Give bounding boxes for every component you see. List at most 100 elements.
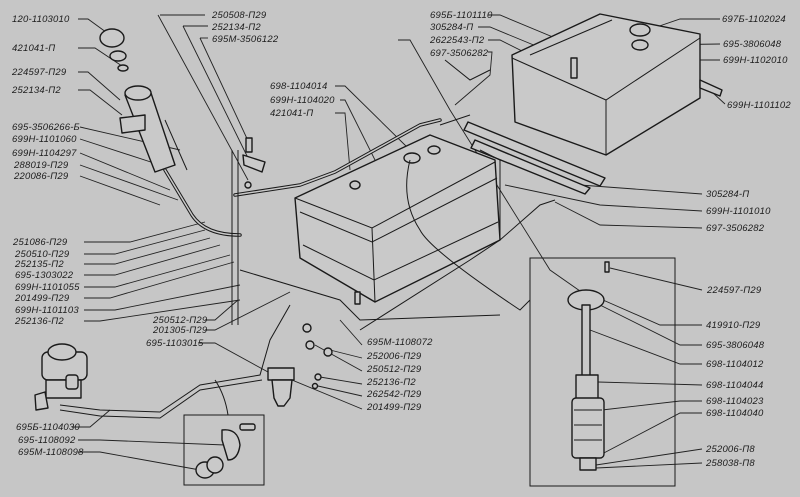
labels-mid-bottom: 250512-П29 201305-П29 695-1103015 695М-1… bbox=[146, 315, 433, 413]
part-label: 250512-П29 bbox=[152, 315, 208, 326]
labels-left: 120-1103010 421041-П 224597-П29 252134-П… bbox=[11, 14, 80, 327]
part-label: 2622543-П2 bbox=[429, 35, 485, 46]
part-label: 699Н-1101060 bbox=[12, 134, 77, 145]
part-label: 250512-П29 bbox=[366, 364, 422, 375]
part-label: 698-1104040 bbox=[706, 408, 764, 419]
main-fuel-tank bbox=[294, 134, 501, 303]
leader-line bbox=[319, 376, 363, 385]
leader-line bbox=[84, 244, 221, 276]
part-label: 699Н-1101010 bbox=[706, 206, 771, 217]
fuel-gauge-sender-inset bbox=[529, 257, 676, 487]
leader-line bbox=[554, 201, 703, 229]
part-label: 252006-П8 bbox=[705, 444, 755, 455]
leader-line bbox=[398, 39, 591, 299]
leader-line bbox=[79, 175, 161, 206]
part-label: 305284-П bbox=[706, 189, 749, 200]
part-label: 695-3806048 bbox=[706, 340, 765, 351]
part-label: 695Б-1104030 bbox=[16, 422, 80, 433]
leader-line bbox=[84, 284, 241, 311]
leader-line bbox=[79, 152, 171, 191]
leader-line bbox=[84, 221, 206, 243]
leader-line bbox=[317, 385, 363, 397]
leader-line bbox=[454, 51, 493, 106]
part-label: 288019-П29 bbox=[13, 160, 69, 171]
fuel-pump bbox=[34, 343, 88, 411]
leader-line bbox=[84, 254, 231, 288]
part-label: 224597-П29 bbox=[11, 67, 67, 78]
leader-line bbox=[335, 112, 351, 171]
leader-line bbox=[504, 184, 703, 212]
fuel-filter bbox=[267, 367, 295, 407]
part-label: 305284-П bbox=[430, 22, 473, 33]
labels-top-right: 695Б-1101110 305284-П 2622543-П2 697-350… bbox=[429, 10, 791, 111]
part-label: 250510-П29 bbox=[14, 249, 70, 260]
leader-line bbox=[314, 344, 363, 372]
leader-line bbox=[602, 299, 702, 326]
leader-line bbox=[205, 299, 239, 321]
leader-line bbox=[78, 18, 111, 36]
part-label: 421041-П bbox=[12, 43, 55, 54]
fuel-lines bbox=[59, 59, 556, 419]
leader-line bbox=[84, 229, 206, 255]
part-label: 698-1104044 bbox=[706, 380, 764, 391]
leader-line bbox=[335, 85, 411, 151]
part-label: 421041-П bbox=[270, 108, 313, 119]
part-label: 262542-П29 bbox=[366, 389, 422, 400]
part-label: 695М-1108072 bbox=[367, 337, 433, 348]
part-label: 698-1104014 bbox=[270, 81, 328, 92]
leader-line bbox=[78, 439, 226, 446]
part-label: 695-1303022 bbox=[15, 270, 74, 281]
leader-line bbox=[339, 319, 363, 346]
part-label: 201499-П29 bbox=[366, 402, 422, 413]
leader-line bbox=[595, 448, 703, 466]
filler-neck bbox=[99, 28, 242, 237]
leader-line bbox=[198, 342, 269, 373]
part-label: 252134-П2 bbox=[211, 22, 261, 33]
part-label: 699Н-1101102 bbox=[727, 100, 791, 111]
labels-right: 305284-П 699Н-1101010 697-3506282 224597… bbox=[705, 189, 771, 469]
part-label: 252135-П2 bbox=[14, 259, 64, 270]
part-label: 695М-3506122 bbox=[212, 34, 279, 45]
part-label: 695-3806048 bbox=[723, 39, 782, 50]
leader-line bbox=[205, 291, 291, 331]
additional-fuel-tank bbox=[511, 13, 723, 156]
leader-line bbox=[599, 412, 702, 456]
part-label: 697-3506282 bbox=[430, 48, 489, 59]
leader-line bbox=[589, 329, 702, 365]
fasteners bbox=[242, 137, 610, 390]
part-label: 201499-П29 bbox=[14, 293, 70, 304]
leader-line bbox=[597, 381, 703, 386]
part-label: 697Б-1102024 bbox=[722, 14, 786, 25]
part-label: 252006-П29 bbox=[366, 351, 422, 362]
part-label: 695Б-1101110 bbox=[430, 10, 493, 21]
part-label: 699Н-1102010 bbox=[723, 55, 788, 66]
leader-line bbox=[599, 304, 702, 346]
part-label: 699Н-1101055 bbox=[15, 282, 80, 293]
leader-line bbox=[84, 261, 235, 299]
part-label: 699Н-1104020 bbox=[270, 95, 335, 106]
part-label: 258038-П8 bbox=[705, 458, 755, 469]
tank-mounting-brackets bbox=[463, 121, 606, 195]
leader-line bbox=[79, 138, 161, 166]
leader-line bbox=[291, 379, 363, 410]
leader-line bbox=[78, 451, 201, 471]
labels-mid-top: 250508-П29 252134-П2 695М-3506122 698-11… bbox=[211, 10, 335, 119]
leader-line bbox=[601, 400, 702, 411]
part-label: 224597-П29 bbox=[706, 285, 762, 296]
part-label: 695-1108092 bbox=[18, 435, 76, 446]
labels-bottom-left: 695Б-1104030 695-1108092 695М-1108098 bbox=[16, 422, 84, 458]
part-label: 419910-П29 bbox=[706, 320, 761, 331]
part-label: 699Н-1104297 bbox=[12, 148, 77, 159]
part-label: 120-1103010 bbox=[12, 14, 70, 25]
leader-line bbox=[84, 237, 211, 265]
part-label: 695М-1108098 bbox=[18, 447, 84, 458]
part-label: 698-1104012 bbox=[706, 359, 764, 370]
part-label: 251086-П29 bbox=[12, 237, 68, 248]
leader-line bbox=[78, 89, 123, 116]
leader-line bbox=[79, 164, 179, 201]
leader-line bbox=[609, 267, 703, 291]
part-label: 697-3506282 bbox=[706, 223, 765, 234]
leader-line bbox=[182, 25, 251, 163]
